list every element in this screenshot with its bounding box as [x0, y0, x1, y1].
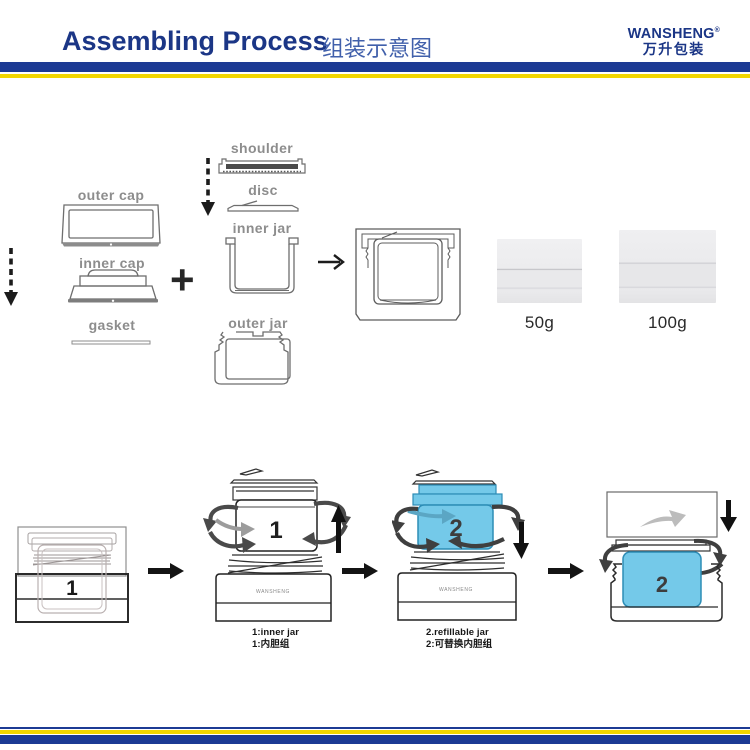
inner-jar-drawing [225, 237, 299, 294]
inner-cap-drawing [68, 269, 158, 303]
rotate-arrow-icon [214, 518, 255, 537]
step4-number: 2 [656, 572, 668, 597]
step2-number: 1 [269, 517, 282, 544]
outer-cap-drawing [61, 204, 161, 247]
label-disc: disc [248, 182, 278, 198]
logo-text-cn: 万升包装 [642, 41, 705, 58]
arrow-right-icon [318, 254, 345, 270]
arrow-right-icon [148, 563, 184, 579]
step2-caption-en: 1:inner jar [252, 627, 300, 638]
outer-base-outline [610, 563, 723, 622]
step2-caption-zh: 1:内胆组 [252, 638, 290, 650]
disc-drawing [227, 200, 299, 212]
step1-jar-drawing: 1 [15, 526, 129, 623]
arrow-right-icon [548, 563, 584, 579]
rotate-arrow-icon [392, 517, 525, 553]
jar-threads [409, 551, 505, 571]
dashed-down-arrow-icon [201, 158, 215, 216]
logo-registered-mark: ® [714, 27, 720, 35]
label-outer-jar: outer jar [228, 315, 288, 331]
header-divider [0, 62, 750, 78]
plus-sign: + [170, 256, 195, 303]
dashed-down-arrow-icon [4, 248, 18, 306]
down-arrow-icon [513, 522, 529, 559]
label-outer-cap: outer cap [77, 187, 145, 203]
wansheng-logo: WANSHENG® 万升包装 [628, 26, 720, 58]
footer-divider [0, 727, 750, 744]
up-arrow-icon [331, 505, 346, 553]
label-shoulder: shoulder [230, 140, 294, 156]
assembled-jar-drawing [355, 228, 461, 321]
outer-jar-drawing [214, 331, 291, 385]
jar-brand-text: WANSHENG [439, 587, 473, 593]
step3-caption-zh: 2:可替换内胆组 [426, 638, 493, 650]
step3-number: 2 [449, 515, 462, 542]
page-title: Assembling Process [62, 26, 328, 56]
product-label-100g: 100g [647, 313, 688, 332]
label-inner-jar: inner jar [232, 220, 292, 236]
arrow-right-icon [342, 563, 378, 579]
product-photo-100g [619, 230, 716, 303]
jar-brand-text: WANSHENG [256, 589, 290, 595]
step3-caption: 2.refillable jar 2:可替换内胆组 [426, 627, 492, 651]
label-inner-cap: inner cap [79, 255, 145, 271]
logo-text: WANSHENG [627, 26, 715, 42]
step3-jar-drawing: 2 [392, 469, 529, 621]
gasket-drawing [71, 340, 151, 345]
label-gasket: gasket [88, 317, 136, 333]
jar-threads [227, 554, 323, 574]
down-arrow-icon [720, 500, 737, 532]
step4-jar-drawing: 2 [599, 491, 737, 622]
shoulder-drawing [218, 158, 306, 174]
step1-number: 1 [66, 577, 78, 600]
swoosh-arrow-icon [640, 510, 686, 527]
step2-jar-drawing: 1 WANSHENG [203, 468, 351, 622]
product-label-50g: 50g [524, 313, 555, 332]
rotate-arrow-icon [407, 509, 456, 524]
outer-cap-box [606, 491, 718, 538]
product-photo-50g [497, 239, 582, 303]
step3-caption-en: 2.refillable jar [426, 627, 489, 638]
page-title-zh: 组装示意图 [322, 36, 433, 61]
step2-caption: 1:inner jar 1:内胆组 [252, 627, 299, 651]
